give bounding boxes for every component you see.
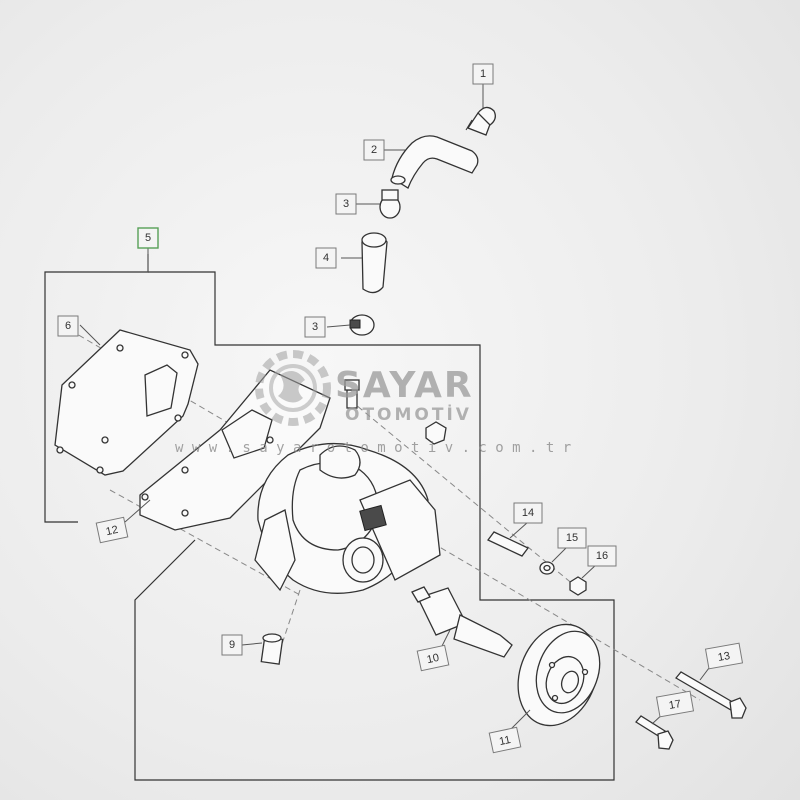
part-13-bolt[interactable] bbox=[675, 671, 747, 719]
axis-line-lower bbox=[109, 489, 301, 596]
axis-line-plug bbox=[279, 589, 301, 651]
part-4-hose[interactable] bbox=[361, 232, 388, 294]
part-17-bolt[interactable] bbox=[635, 715, 674, 750]
callout-2[interactable]: 2 bbox=[363, 139, 385, 161]
part-fitting-nut[interactable] bbox=[425, 421, 447, 445]
part-2-hose[interactable] bbox=[390, 135, 479, 189]
callout-3-upper[interactable]: 3 bbox=[335, 193, 357, 215]
callout-10-label: 10 bbox=[426, 652, 440, 666]
callout-1-label: 1 bbox=[480, 68, 486, 80]
part-fitting-stud[interactable] bbox=[344, 379, 360, 409]
part-11-pulley[interactable] bbox=[505, 613, 612, 737]
part-3-upper-clamp[interactable] bbox=[379, 189, 401, 219]
callout-4[interactable]: 4 bbox=[315, 247, 337, 269]
group-frame-5-top bbox=[134, 271, 615, 781]
callout-14-label: 14 bbox=[522, 507, 534, 519]
part-6-gasket[interactable] bbox=[54, 329, 199, 476]
callout-4-label: 4 bbox=[323, 252, 329, 264]
callout-16[interactable]: 16 bbox=[587, 545, 617, 567]
part-10-shaft[interactable] bbox=[411, 586, 513, 658]
part-12-plate[interactable] bbox=[139, 369, 331, 531]
part-1-elbow-fitting[interactable] bbox=[465, 106, 496, 136]
callout-12-label: 12 bbox=[105, 524, 119, 538]
callout-6-label: 6 bbox=[65, 320, 71, 332]
callout-15-label: 15 bbox=[566, 532, 578, 544]
part-14-stud[interactable] bbox=[487, 531, 529, 557]
watermark-brand: SAYAR bbox=[335, 365, 474, 406]
callout-17-label: 17 bbox=[668, 698, 682, 712]
callout-11-label: 11 bbox=[498, 734, 512, 748]
callout-2-label: 2 bbox=[371, 144, 377, 156]
watermark: SAYAR OTOMOTİV w w w . s a y a r o t o m… bbox=[175, 350, 571, 456]
callout-11[interactable]: 11 bbox=[488, 726, 522, 754]
leader-lines bbox=[79, 84, 713, 731]
callout-14[interactable]: 14 bbox=[513, 502, 543, 524]
callout-3-lower[interactable]: 3 bbox=[304, 316, 326, 338]
callout-9[interactable]: 9 bbox=[221, 634, 243, 656]
water-pump-housing[interactable] bbox=[254, 442, 441, 594]
callout-15[interactable]: 15 bbox=[557, 527, 587, 549]
callout-3-upper-label: 3 bbox=[343, 198, 349, 210]
callout-17[interactable]: 17 bbox=[655, 690, 695, 718]
callout-3-lower-label: 3 bbox=[312, 321, 318, 333]
part-9-plug[interactable] bbox=[260, 633, 284, 665]
callout-1[interactable]: 1 bbox=[472, 63, 494, 85]
part-3-lower-clamp[interactable] bbox=[349, 314, 375, 336]
callout-5-label: 5 bbox=[145, 232, 151, 244]
callout-10[interactable]: 10 bbox=[416, 644, 450, 672]
callout-16-label: 16 bbox=[596, 550, 608, 562]
callout-5[interactable]: 5 bbox=[137, 227, 159, 249]
part-15-washer[interactable] bbox=[539, 561, 555, 575]
callout-12[interactable]: 12 bbox=[95, 516, 129, 544]
watermark-url: w w w . s a y a r o t o m o t i v . c o … bbox=[175, 440, 571, 456]
watermark-sub: OTOMOTİV bbox=[345, 403, 472, 425]
callout-13-label: 13 bbox=[717, 650, 731, 664]
part-16-nut[interactable] bbox=[569, 576, 587, 596]
callout-6[interactable]: 6 bbox=[57, 315, 79, 337]
callout-13[interactable]: 13 bbox=[704, 642, 744, 670]
gear-icon bbox=[255, 350, 331, 426]
callout-9-label: 9 bbox=[229, 639, 235, 651]
